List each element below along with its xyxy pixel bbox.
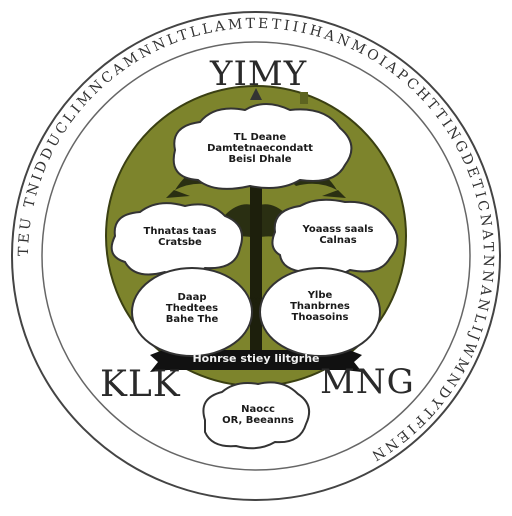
title-text: YIMY (210, 54, 308, 94)
node-right-upper: Yoaass saals Calnas (302, 224, 374, 247)
cloud-bottom (202, 381, 311, 450)
corner-right-text: MNG (320, 362, 415, 402)
inner-ring (41, 41, 471, 471)
node-left-upper: Thnatas taas Cratsbe (143, 226, 217, 249)
cloud-right-lower (259, 267, 381, 357)
node-top: TL Deane Damtetnaecondatt Beisl Dhale (207, 132, 313, 166)
cloud-top (172, 103, 353, 190)
banner-text: Honrse stiey liltgrhe (192, 352, 320, 365)
outer-ring (11, 11, 501, 501)
node-bottom: Naocc OR, Beeanns (222, 404, 294, 427)
node-left-lower: Daap Thedtees Bahe The (165, 292, 219, 326)
cloud-left-lower (131, 267, 253, 357)
corner-left-text: KLK (100, 364, 181, 405)
banner-ribbon (150, 348, 362, 372)
cloud-left-upper (110, 202, 244, 278)
cloud-right-upper (271, 198, 399, 278)
lantern-icon (250, 88, 308, 104)
node-right-lower: Ylbe Thanbrnes Thoasoins (290, 290, 350, 324)
